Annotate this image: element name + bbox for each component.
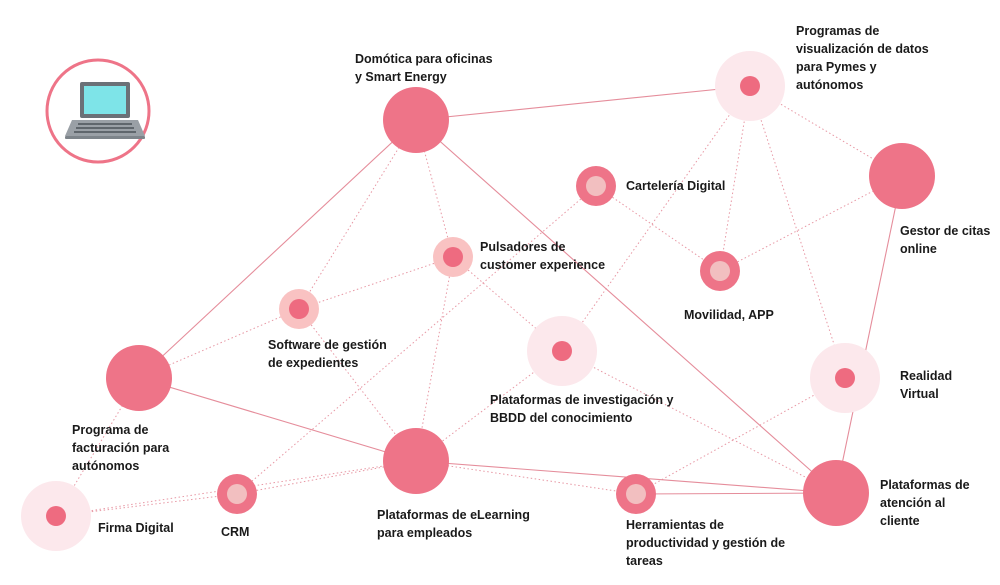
node-gestor [869,143,935,209]
edge-herramientas-atencion [635,492,837,495]
node-label-atencion: Plataformas de atención al cliente [880,476,970,530]
laptop-icon [45,58,151,164]
node-label-line: CRM [221,525,250,539]
node-label-line: Gestor de citas [900,224,991,238]
node-realidad [810,343,880,413]
node-label-line: BBDD del conocimiento [490,411,633,425]
node-circle [803,460,869,526]
node-label-line: autónomos [796,78,864,92]
node-label-firma: Firma Digital [98,519,174,537]
node-center-dot [443,247,463,267]
node-label-line: Virtual [900,387,939,401]
node-label-line: de expedientes [268,356,359,370]
node-herramientas [616,474,656,514]
node-investigacion [527,316,597,386]
node-label-line: Movilidad, APP [684,308,774,322]
node-programas [715,51,785,121]
node-label-line: Software de gestión [268,338,387,352]
node-circle [106,345,172,411]
node-label-line: online [900,242,937,256]
edge-facturacion-elearning [138,377,417,462]
node-atencion [803,460,869,526]
node-label-line: para empleados [377,526,473,540]
node-crm [217,474,257,514]
node-domotica [383,87,449,153]
edge-programas-movilidad [719,85,751,272]
node-label-line: Pulsadores de [480,240,566,254]
node-center-dot [46,506,66,526]
edge-investigacion-atencion [561,350,837,494]
edge-facturacion-firma [55,377,140,517]
node-label-programas: Programas de visualización de datos para P… [796,22,929,94]
node-center-dot [626,484,646,504]
node-label-line: Realidad [900,369,953,383]
node-elearning [383,428,449,494]
node-label-line: customer experience [480,258,606,272]
node-circle [383,428,449,494]
node-movilidad [700,251,740,291]
node-label-carteleria: Cartelería Digital [626,177,725,195]
node-center-dot [835,368,855,388]
node-center-dot [586,176,606,196]
edge-domotica-programas [415,85,751,121]
node-facturacion [106,345,172,411]
node-label-line: Herramientas de [626,518,724,532]
node-center-dot [740,76,760,96]
edge-domotica-atencion [415,119,837,494]
node-label-line: y Smart Energy [355,70,447,84]
node-label-line: productividad y gestión de [626,536,786,550]
node-label-line: autónomos [72,459,140,473]
node-center-dot [552,341,572,361]
node-label-line: Plataformas de investigación y [490,393,674,407]
edges-layer [55,85,903,517]
edge-carteleria-movilidad [595,185,721,272]
node-center-dot [227,484,247,504]
node-firma [21,481,91,551]
node-circle [383,87,449,153]
edge-elearning-herramientas [415,460,637,495]
node-label-line: Programas de [796,24,880,38]
node-label-line: Plataformas de [880,478,970,492]
node-label-gestor: Gestor de citas online [900,222,990,258]
node-label-line: visualización de datos [796,42,929,56]
edge-domotica-software [298,119,417,310]
edge-carteleria-crm [236,185,597,495]
node-label-investigacion: Plataformas de investigación y BBDD del c… [490,391,673,427]
node-center-dot [289,299,309,319]
node-label-line: facturación para [72,441,170,455]
node-label-movilidad: Movilidad, APP [684,306,774,324]
node-label-software: Software de gestión de expedientes [268,336,387,372]
node-label-line: Plataformas de eLearning [377,508,530,522]
edge-pulsadores-software [298,256,454,310]
edge-domotica-facturacion [138,119,417,379]
node-pulsadores [433,237,473,277]
edge-pulsadores-elearning [415,256,454,462]
node-software [279,289,319,329]
node-label-facturacion: Programa de facturación para autónomos [72,421,169,475]
node-label-line: atención al [880,496,946,510]
node-carteleria [576,166,616,206]
node-label-line: Domótica para oficinas [355,52,493,66]
node-label-pulsadores: Pulsadores de customer experience [480,238,605,274]
node-label-line: para Pymes y [796,60,877,74]
edge-firma-elearning [55,460,417,517]
nodes-layer [21,51,935,551]
node-label-domotica: Domótica para oficinas y Smart Energy [355,50,493,86]
node-center-dot [710,261,730,281]
node-label-herramientas: Herramientas de productividad y gestión d… [626,516,785,570]
node-label-elearning: Plataformas de eLearning para empleados [377,506,530,542]
edge-programas-realidad [749,85,846,379]
node-label-line: tareas [626,554,663,568]
node-label-line: cliente [880,514,920,528]
node-label-line: Cartelería Digital [626,179,726,193]
node-label-line: Programa de [72,423,149,437]
node-label-crm: CRM [221,523,249,541]
node-label-line: Firma Digital [98,521,174,535]
edge-gestor-atencion [835,175,903,494]
node-circle [869,143,935,209]
